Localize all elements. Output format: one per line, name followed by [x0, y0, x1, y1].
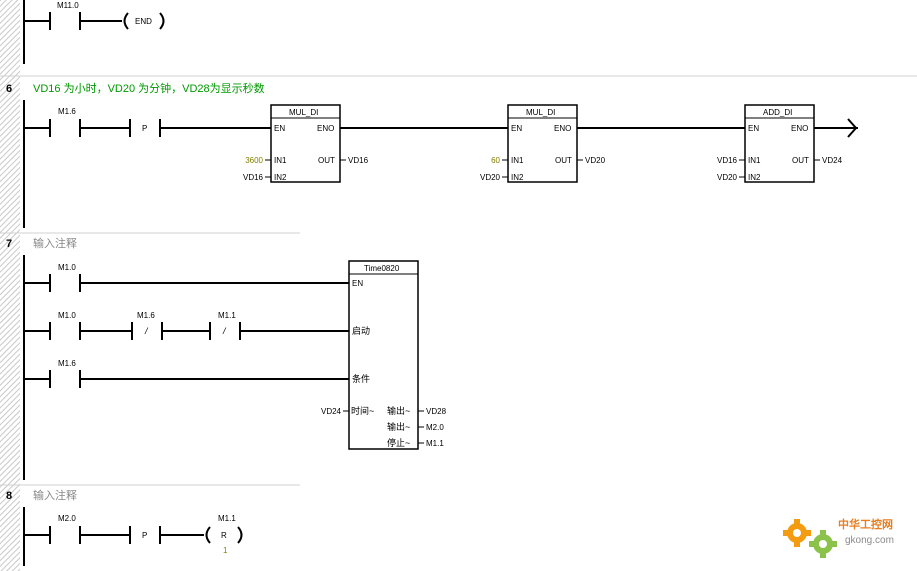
n7-contact-label: M1.6	[58, 359, 76, 368]
n6-p-contact[interactable]	[128, 117, 162, 139]
nc-contact-slash: /	[144, 326, 149, 336]
eno-pin: ENO	[554, 124, 571, 133]
n7-row3-contact[interactable]	[48, 368, 82, 390]
en-pin: EN	[511, 124, 522, 133]
add-di-block[interactable]: ADD_DI EN ENO IN1 IN2 OUT VD16 VD20 VD24	[717, 108, 843, 182]
in1-operand[interactable]: 60	[491, 156, 500, 165]
n7-row2-nc-contact-b[interactable]	[130, 320, 164, 342]
in2-pin: IN2	[748, 173, 761, 182]
editor-left-margin	[0, 0, 20, 571]
in2-pin: IN2	[274, 173, 287, 182]
n6-contact-label: M1.6	[58, 107, 76, 116]
block-title: ADD_DI	[763, 108, 792, 117]
network-5	[23, 0, 165, 64]
in1-pin: IN1	[748, 156, 761, 165]
network-8-wires	[23, 507, 243, 566]
reset-coil-type: R	[221, 531, 227, 540]
reset-coil[interactable]	[200, 524, 248, 546]
output2-operand[interactable]: M2.0	[426, 423, 444, 432]
start-pin: 启动	[352, 325, 370, 336]
output1-pin: 输出~	[387, 405, 410, 416]
out-operand[interactable]: VD20	[585, 156, 606, 165]
en-pin: EN	[274, 124, 285, 133]
gear-icon	[783, 519, 811, 547]
network-comment[interactable]: 输入注释	[33, 236, 77, 250]
eno-pin: ENO	[317, 124, 334, 133]
watermark-url: gkong.com	[845, 535, 894, 546]
mul-di-block-1[interactable]: MUL_DI EN ENO IN1 IN2 OUT 3600 VD16 VD16	[243, 108, 369, 182]
in2-operand[interactable]: VD16	[243, 173, 264, 182]
n7-contact-label: M1.0	[58, 263, 76, 272]
n7-contact-label: M1.0	[58, 311, 76, 320]
n6-contact[interactable]	[48, 117, 82, 139]
in2-pin: IN2	[511, 173, 524, 182]
gkong-logo: 中华工控网 gkong.com	[783, 517, 894, 558]
stop-operand[interactable]: M1.1	[426, 439, 444, 448]
in1-operand[interactable]: 3600	[245, 156, 263, 165]
in2-operand[interactable]: VD20	[480, 173, 501, 182]
in2-operand[interactable]: VD20	[717, 173, 738, 182]
en-pin: EN	[748, 124, 759, 133]
n7-row1-contact[interactable]	[48, 272, 82, 294]
network-number[interactable]: 6	[6, 83, 12, 95]
block-title: MUL_DI	[526, 108, 555, 117]
n5-contact[interactable]	[48, 10, 82, 32]
eno-pin: ENO	[791, 124, 808, 133]
out-operand[interactable]: VD24	[822, 156, 843, 165]
en-pin: EN	[352, 279, 363, 288]
watermark-name: 中华工控网	[838, 517, 893, 531]
p-contact-label: P	[142, 531, 147, 540]
output2-pin: 输出~	[387, 421, 410, 432]
n5-contact-label: M11.0	[57, 1, 79, 10]
network-number[interactable]: 7	[6, 238, 12, 250]
block-title: Time0820	[364, 264, 400, 273]
mul-di-block-2[interactable]: MUL_DI EN ENO IN1 IN2 OUT 60 VD20 VD20	[480, 108, 606, 182]
output1-operand[interactable]: VD28	[426, 407, 447, 416]
network-comment[interactable]: VD16 为小时，VD20 为分钟，VD28为显示秒数	[33, 81, 265, 95]
out-operand[interactable]: VD16	[348, 156, 369, 165]
stop-pin: 停止~	[387, 437, 410, 448]
nc-contact-slash: /	[222, 326, 227, 336]
out-pin: OUT	[318, 156, 335, 165]
in1-pin: IN1	[511, 156, 524, 165]
n7-row2-nc-contact-c[interactable]	[208, 320, 242, 342]
block-title: MUL_DI	[289, 108, 318, 117]
p-contact-label: P	[142, 124, 147, 133]
time-pin: 时间~	[351, 405, 374, 416]
network-comment[interactable]: 输入注释	[33, 488, 77, 502]
time0820-block[interactable]: Time0820 EN 启动 条件 时间~ 输出~ 输出~ 停止~ VD24 V…	[321, 264, 447, 448]
gear-icon	[809, 530, 837, 558]
out-pin: OUT	[555, 156, 572, 165]
in1-pin: IN1	[274, 156, 287, 165]
reset-coil-count[interactable]: 1	[223, 546, 228, 555]
in1-operand[interactable]: VD16	[717, 156, 738, 165]
network-separators	[0, 75, 917, 486]
n7-contact-label: M1.6	[137, 311, 155, 320]
n7-row2-contact-a[interactable]	[48, 320, 82, 342]
n8-p-contact[interactable]	[128, 524, 162, 546]
n8-contact-label: M2.0	[58, 514, 76, 523]
time-operand[interactable]: VD24	[321, 407, 342, 416]
reset-coil-label: M1.1	[218, 514, 236, 523]
network-6-wires	[23, 100, 858, 228]
end-coil-label: END	[135, 17, 152, 26]
network-number[interactable]: 8	[6, 490, 12, 502]
out-pin: OUT	[792, 156, 809, 165]
n8-contact[interactable]	[48, 524, 82, 546]
condition-pin: 条件	[352, 373, 370, 384]
network-7-wires	[23, 255, 424, 480]
n7-contact-label: M1.1	[218, 311, 236, 320]
